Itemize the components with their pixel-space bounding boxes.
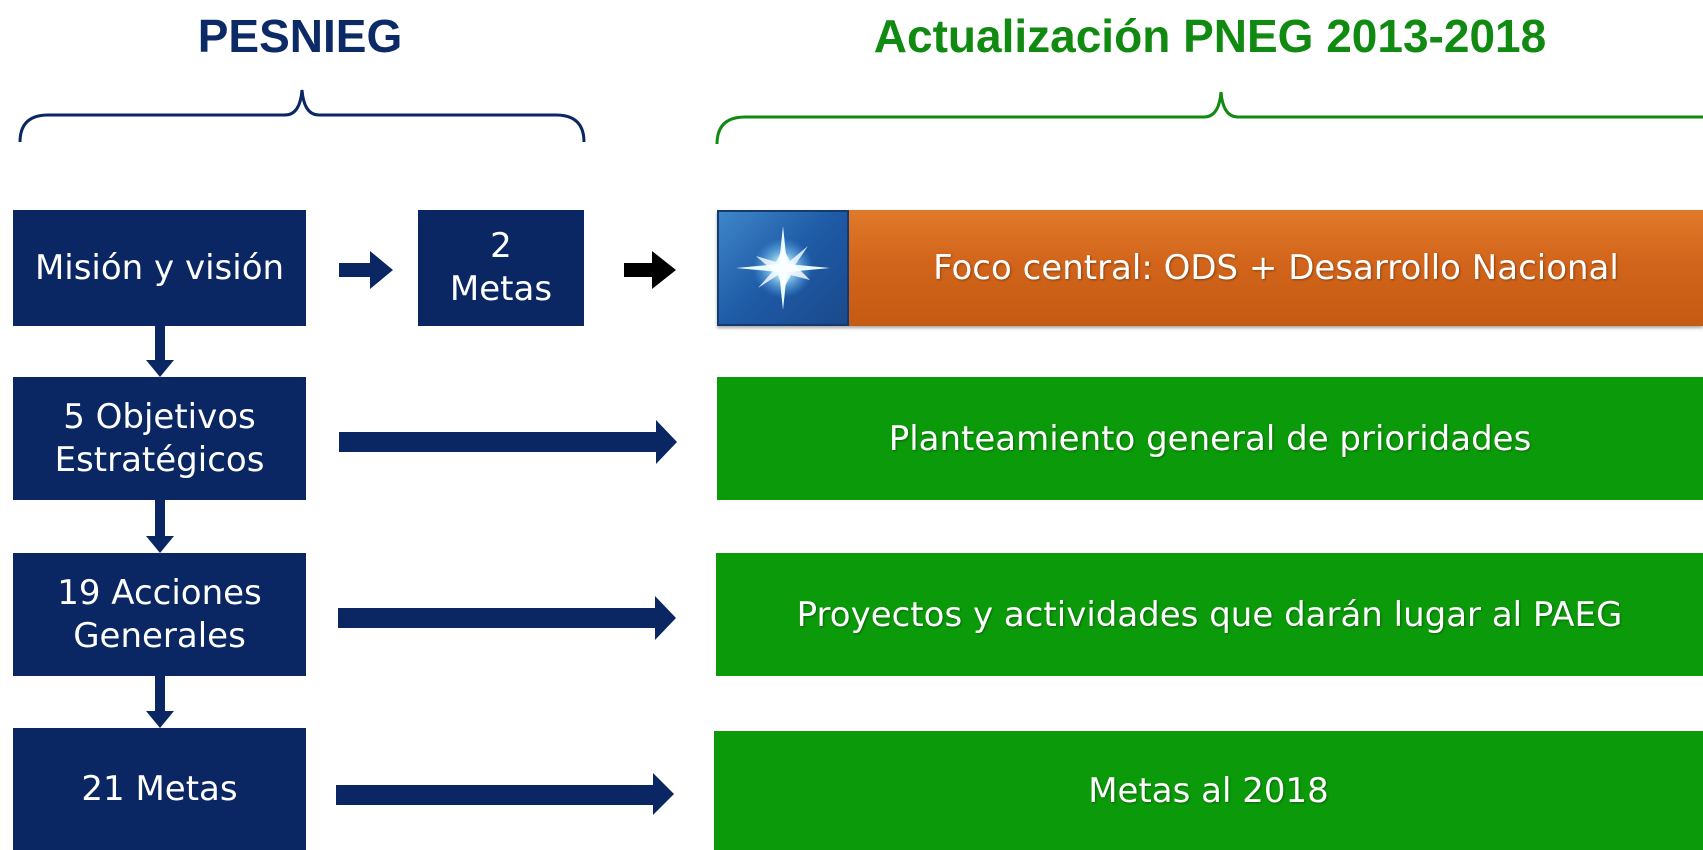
- metas-2-box: 2 Metas: [418, 210, 584, 326]
- metas-2-number: 2: [490, 226, 512, 266]
- arrow-mision-to-metas: [339, 251, 393, 289]
- prioridades-label: Planteamiento general de prioridades: [888, 418, 1532, 459]
- acciones-line2: Generales: [73, 615, 246, 656]
- objetivos-line2: Estratégicos: [54, 439, 265, 480]
- acciones-line1: 19 Acciones: [57, 572, 262, 613]
- focus-bar: [717, 210, 1703, 326]
- arrow-objetivos-to-prioridades: [339, 420, 677, 464]
- metas-2018-bar: Metas al 2018: [714, 731, 1703, 850]
- left-brace: [18, 89, 586, 143]
- pesnieg-heading: PESNIEG: [197, 10, 403, 62]
- metas-2-label: Metas: [449, 269, 553, 309]
- pneg-update-heading: Actualización PNEG 2013-2018: [873, 10, 1547, 62]
- arrow-down-1: [146, 326, 174, 377]
- metas-21-box: 21 Metas: [13, 728, 306, 850]
- arrow-acciones-to-proyectos: [338, 596, 676, 640]
- proyectos-bar: Proyectos y actividades que darán lugar …: [716, 553, 1703, 676]
- sparkle-icon: [717, 210, 849, 326]
- metas-21-label: 21 Metas: [81, 768, 238, 809]
- objetivos-line1: 5 Objetivos: [63, 396, 256, 437]
- acciones-box: 19 Acciones Generales: [13, 553, 306, 676]
- arrow-metas-to-focus: [624, 251, 676, 289]
- mision-vision-label: Misión y visión: [34, 247, 285, 288]
- mision-vision-box: Misión y visión: [13, 210, 306, 326]
- prioridades-bar: Planteamiento general de prioridades: [717, 377, 1703, 500]
- arrow-down-3: [146, 676, 174, 728]
- focus-label: Foco central: ODS + Desarrollo Nacional: [933, 248, 1619, 288]
- right-brace: [715, 91, 1703, 145]
- proyectos-label: Proyectos y actividades que darán lugar …: [796, 594, 1623, 635]
- metas-2018-label: Metas al 2018: [1088, 770, 1329, 811]
- arrow-down-2: [146, 500, 174, 553]
- objetivos-box: 5 Objetivos Estratégicos: [13, 377, 306, 500]
- arrow-metas21-to-metas2018: [336, 773, 674, 815]
